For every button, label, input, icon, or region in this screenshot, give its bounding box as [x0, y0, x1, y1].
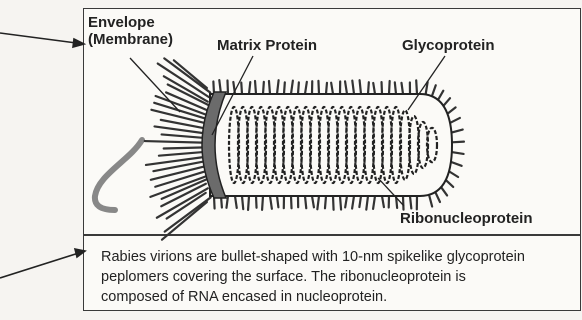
glycoprotein-spike: [291, 196, 292, 208]
glycoprotein-spike: [284, 82, 285, 94]
glycoprotein-spike: [382, 196, 384, 207]
glycoprotein-spike: [241, 83, 242, 94]
caption-line-3: composed of RNA encased in nucleoprotein…: [101, 287, 571, 307]
glycoprotein-spike: [389, 81, 390, 94]
glycoprotein-spike: [368, 82, 369, 94]
glycoprotein-spike: [373, 83, 375, 94]
glycoprotein-spike: [352, 81, 354, 94]
glycoprotein-spike: [162, 134, 208, 138]
glycoprotein-spike: [331, 83, 333, 94]
glycoprotein-spike: [262, 196, 263, 210]
glycoprotein-spike: [450, 162, 461, 166]
glycoprotein-spike: [277, 196, 278, 207]
glycoprotein-spike: [235, 196, 237, 208]
glycoprotein-spike: [159, 152, 206, 156]
glycoprotein-spike: [345, 81, 347, 94]
glycoprotein-spike: [401, 83, 403, 94]
tail-filament: [95, 140, 142, 210]
glycoprotein-spike: [298, 82, 299, 94]
glycoprotein-spike: [366, 196, 368, 210]
glycoprotein-spike: [317, 196, 319, 209]
figure-caption: Rabies virions are bullet-shaped with 10…: [101, 247, 571, 307]
glycoprotein-spike: [333, 196, 334, 210]
envelope-label-line1: Envelope: [88, 14, 173, 31]
glycoprotein-spike: [345, 196, 347, 207]
glycoprotein-spike: [452, 152, 464, 154]
glycoprotein-spike: [146, 156, 209, 165]
glycoprotein-spike: [312, 196, 314, 207]
glycoprotein-spike: [451, 130, 463, 133]
glycoprotein-label: Glycoprotein: [402, 37, 495, 54]
glycoprotein-spike: [249, 82, 250, 94]
glycoprotein-spike: [305, 196, 306, 208]
glycoprotein-spike: [340, 196, 341, 210]
glycoprotein-spike: [318, 81, 319, 94]
glycoprotein-spike: [263, 82, 264, 94]
glycoprotein-spike: [429, 194, 432, 206]
glycoprotein-spike: [145, 141, 207, 143]
glycoprotein-spike: [373, 196, 375, 209]
glycoprotein-spike: [248, 196, 249, 210]
glycoprotein-spike: [352, 196, 354, 209]
caption-line-1: Rabies virions are bullet-shaped with 10…: [101, 247, 571, 267]
glycoprotein-spike: [277, 80, 279, 94]
glycoprotein-spike: [326, 83, 327, 94]
glycoprotein-spike: [403, 196, 404, 210]
glycoprotein-spike: [452, 142, 464, 143]
caption-line-2: peplomers covering the surface. The ribo…: [101, 267, 571, 287]
left-pointer-arrows: [0, 33, 85, 278]
glycoprotein-spike: [291, 81, 293, 94]
glycoprotein-spike: [395, 82, 396, 94]
glycoprotein-spike: [227, 80, 228, 94]
glycoprotein-spike: [360, 80, 361, 94]
glycoprotein-spike: [305, 82, 307, 94]
glycoprotein-spike: [242, 196, 243, 209]
glycoprotein-spike: [256, 196, 257, 208]
matrix-protein-label: Matrix Protein: [217, 37, 317, 54]
glycoprotein-spike: [270, 196, 272, 209]
glycoprotein-spike: [269, 81, 270, 94]
glycoprotein-spike: [255, 81, 256, 94]
glycoprotein-spike: [416, 80, 417, 94]
envelope-label: Envelope (Membrane): [88, 14, 173, 48]
glycoprotein-spike: [325, 196, 326, 208]
ribonucleoprotein-label: Ribonucleoprotein: [400, 210, 533, 227]
glycoprotein-spike: [410, 196, 411, 208]
glycoprotein-spike: [359, 196, 361, 207]
glycoprotein-spike: [164, 76, 208, 101]
envelope-label-line2: (Membrane): [88, 31, 173, 48]
